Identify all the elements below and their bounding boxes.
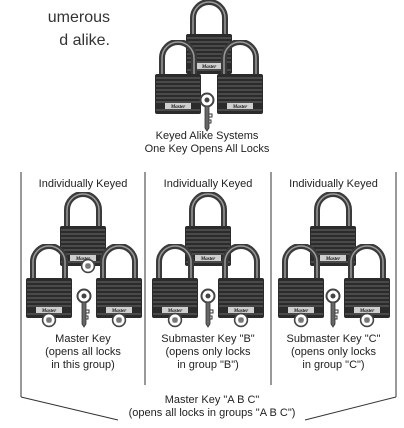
key-tag-icon [293, 312, 309, 328]
intro-text: umerous d alike. [0, 6, 110, 52]
group-caption-line: (opens all locks [45, 346, 121, 358]
key-tag-icon [167, 312, 183, 328]
keyed-alike-title: Keyed Alike Systems [155, 130, 259, 142]
group-caption: Master Key (opens all locks in this grou… [21, 333, 145, 372]
group-caption: Submaster Key "C" (opens only locks in g… [271, 333, 396, 372]
key-tag-icon [41, 312, 57, 328]
group-heading: Individually Keyed [38, 178, 128, 190]
group-heading: Individually Keyed [163, 178, 253, 190]
padlock-icon [93, 244, 145, 322]
group-caption-line: Master Key [55, 333, 111, 345]
key-tag-icon [233, 312, 249, 328]
group-caption-line: in this group) [51, 359, 115, 371]
key-icon [200, 288, 216, 328]
group-caption-line: in group "B") [177, 359, 239, 371]
master-key-caption: Master Key "A B C" (opens all locks in g… [92, 394, 332, 420]
padlock-icon [215, 244, 267, 322]
key-tag-icon [111, 312, 127, 328]
keyed-alike-caption: Keyed Alike Systems One Key Opens All Lo… [112, 130, 302, 156]
key-icon [76, 288, 92, 328]
master-key-caption-line: Master Key "A B C" [164, 394, 260, 406]
group-c-locks [271, 192, 396, 332]
key-tag-icon [359, 312, 375, 328]
padlock-icon [275, 244, 327, 322]
master-key-caption-line: (opens all locks in groups "A B C") [128, 407, 296, 419]
intro-line-2: d alike. [59, 32, 110, 49]
key-icon [325, 288, 341, 328]
group-caption-line: (opens only locks [165, 346, 251, 358]
padlock-icon [23, 244, 75, 322]
group-caption-line: in group "C") [302, 359, 365, 371]
group-caption-line: Submaster Key "B" [161, 333, 255, 345]
group-caption-line: Submaster Key "C" [286, 333, 381, 345]
padlock-icon [341, 244, 393, 322]
group-heading: Individually Keyed [289, 178, 378, 190]
group-b-locks [145, 192, 271, 332]
group-a-locks [21, 192, 145, 332]
group-caption-line: (opens only locks [291, 346, 376, 358]
group-caption: Submaster Key "B" (opens only locks in g… [145, 333, 271, 372]
intro-line-1: umerous [47, 9, 110, 26]
keyed-alike-subtitle: One Key Opens All Locks [144, 143, 270, 155]
padlock-icon [149, 244, 201, 322]
